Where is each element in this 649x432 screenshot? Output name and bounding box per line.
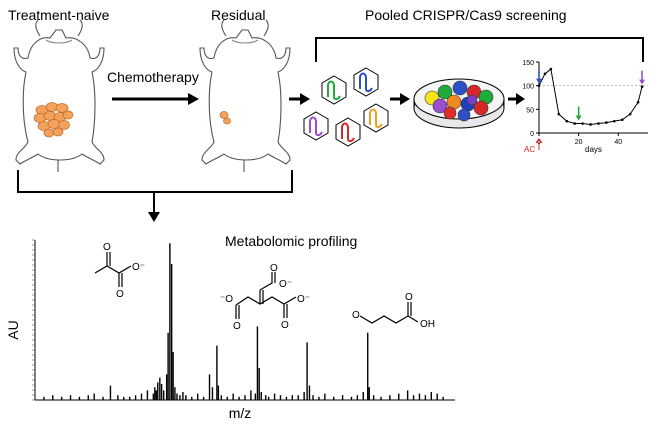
inset-series-line xyxy=(538,68,643,125)
tumor-cluster-large xyxy=(33,102,74,138)
inset-arrow-head xyxy=(575,115,582,121)
inset-y-tick-label: 0 xyxy=(530,131,534,138)
inset-data-point xyxy=(628,112,632,116)
metabolomic-profiling-label: Metabolomic profiling xyxy=(225,233,357,249)
aconitate-charge-right: O⁻ xyxy=(297,294,310,305)
inset-data-point xyxy=(597,122,600,125)
inset-x-tick-label: 40 xyxy=(614,139,622,146)
pyruvate-charge: O⁻ xyxy=(132,262,145,273)
residual-label: Residual xyxy=(211,7,265,23)
inset-data-point xyxy=(557,112,561,116)
inset-data-point xyxy=(640,85,644,88)
pyruvate-oxygen-top: O xyxy=(103,242,111,253)
aconitate-oxygen-right: O xyxy=(281,320,289,331)
inset-data-point xyxy=(543,72,547,76)
inset-y-ticks: 0 50 100 150 xyxy=(522,60,539,138)
aconitate-charge-top: O⁻ xyxy=(279,279,292,290)
inset-data-point xyxy=(537,84,541,87)
tumor-residual xyxy=(219,111,231,125)
treatment-naive-label: Treatment-naive xyxy=(8,7,110,23)
cells-in-dish xyxy=(424,80,494,122)
arrow-to-dish xyxy=(390,93,410,105)
sgrna-glyphs xyxy=(309,72,383,143)
inset-data-point xyxy=(636,100,640,104)
ac-marker-arrow xyxy=(535,138,543,150)
spectrum-y-label: AU xyxy=(5,320,21,339)
arrow-to-chart xyxy=(508,93,525,105)
molecule-pyruvate xyxy=(94,252,132,287)
aconitate-charge-left: ⁻O xyxy=(220,294,233,305)
inset-x-tick-label: 20 xyxy=(575,139,583,146)
ac-marker-label: AC xyxy=(524,145,535,154)
aconitate-oxygen-top-label: O xyxy=(270,263,278,274)
inset-y-tick-label: 150 xyxy=(522,60,534,67)
chemotherapy-label: Chemotherapy xyxy=(107,69,199,85)
mouse-bracket xyxy=(17,170,293,214)
semialdehyde-aldehyde-o: O xyxy=(352,310,360,321)
inset-data-point xyxy=(589,123,592,126)
semialdehyde-oxygen-top: O xyxy=(405,292,413,303)
inset-data-point xyxy=(605,121,608,124)
molecule-semialdehyde xyxy=(359,302,419,324)
inset-data-point xyxy=(573,122,576,125)
inset-y-tick-label: 100 xyxy=(522,84,534,91)
pyruvate-oxygen-bottom: O xyxy=(116,289,124,300)
inset-arrow-head xyxy=(536,78,542,84)
inset-data-point xyxy=(613,119,616,123)
inset-x-label: days xyxy=(585,145,602,154)
inset-arrows xyxy=(536,69,646,121)
mouse-treatment-naive xyxy=(13,19,105,172)
molecule-aconitate xyxy=(235,272,297,319)
inset-data-point xyxy=(581,122,584,125)
pooled-screening-label: Pooled CRISPR/Cas9 screening xyxy=(365,7,567,23)
inset-arrow-head xyxy=(639,79,646,85)
semialdehyde-acid-oh: OH xyxy=(420,319,435,330)
inset-y-tick-label: 50 xyxy=(526,107,534,114)
aconitate-oxygen-left: O xyxy=(233,321,241,332)
spectrum-y-ticks xyxy=(32,239,35,401)
inset-series-points xyxy=(537,67,644,126)
inset-data-point xyxy=(549,67,553,71)
spectrum-peaks xyxy=(43,243,444,400)
inset-data-point xyxy=(565,119,569,123)
chemotherapy-arrow xyxy=(112,93,199,105)
spectrum-x-label: m/z xyxy=(229,405,252,421)
down-arrow xyxy=(148,212,160,222)
inset-growth-chart: 0 50 100 150 0 20 40 days AC xyxy=(522,60,648,154)
arrow-to-library xyxy=(289,93,310,105)
screening-bracket xyxy=(315,37,644,62)
inset-data-point xyxy=(620,118,624,122)
mouse-residual xyxy=(199,19,291,172)
